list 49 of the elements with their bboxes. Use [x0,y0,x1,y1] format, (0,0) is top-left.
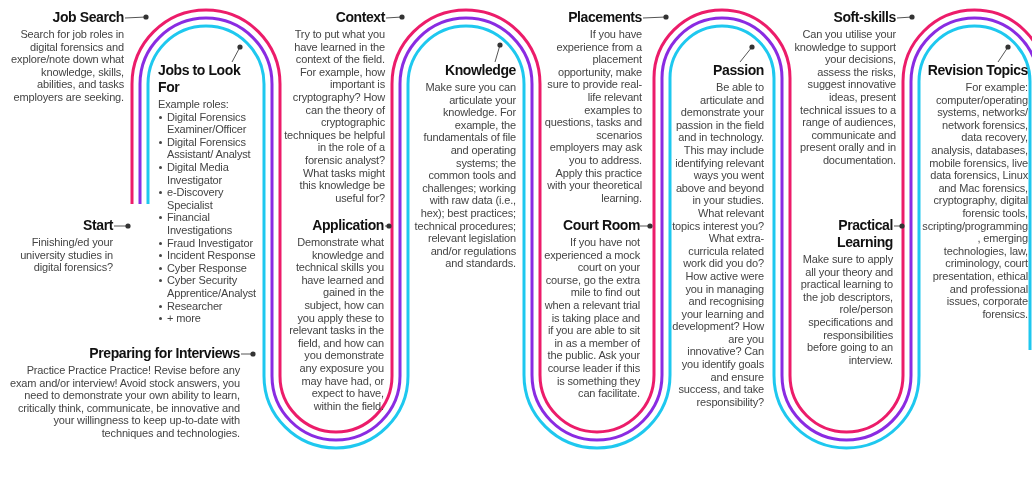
leader-line [240,351,256,357]
milestone-heading: Application [311,217,384,234]
milestone-heading: Soft-skills [832,9,896,26]
milestone-text: Demonstrate what knowledge and technical skills you have learned and gained in the subject, how can you apply these to relevant tasks in the field, and how can you demonstrate any exposure you may have had, or expect to have, within the field. [288,236,384,413]
milestone-heading: Court Room [562,217,640,234]
leader-line [124,14,149,20]
milestone-heading: Start [82,217,113,234]
milestone-heading: Practical Learning [836,217,893,251]
milestone-text: Make sure to apply all your theory and practical learning to the job descriptors, role/person specifications and responsibilities before going to an interview. [799,253,893,367]
milestone-heading: Preparing for Interviews [88,345,240,362]
leader-line [642,14,669,20]
milestone-text: Can you utilise your knowledge to support your decisions, assess the risks, suggest innovative ideas, present technical issues to a range of audiences, communicate and present orally and in documentation. [793,28,896,167]
milestone-text: Try to put what you have learned in the context of the field. For example, how important is cryptography? How can the theory of cryptographic techniques be helpful in the role of a forensic analyst? What tasks might this knowledge be useful for? [284,28,385,205]
bullet-item: Fraud Investigator [167,236,253,249]
leader-line [385,14,405,20]
milestone-text: Make sure you can articulate your knowledge. For example, the fundamentals of file and operating systems; the common tools and challenges; working with raw data (i.e., hex); best practices; technical procedures; relevant legislation and/or regulations and standards. [413,81,516,270]
leader-line [997,44,1011,63]
milestone-text: If you have experience from a placement opportunity, make sure to provide real-life relevant examples to questions, tasks and scenarios employers may ask you to address. Apply this practice with your theoretical learning. [544,28,642,205]
leader-line [639,223,653,229]
milestone-text: For example: computer/operating systems, networks/ network forensics, data recovery, analysis, databases, mobile forensics, live data forensics, Linux and Mac forensics, cryptography, digital forensic tools, scripting/programming, emerging technologies, law, criminology, court presentation, ethical and professional issues, corporate forensics. [922,81,1028,321]
leader-line [231,44,243,63]
leader-line [113,223,131,229]
bullet-item: Cyber Response [167,261,247,274]
bullet-item: Digital Forensics Examiner/Officer [167,110,247,136]
bullet-item: Incident Response [167,249,256,262]
milestone-text: Practice Practice Practice! Revise before any exam and/or interview! Avoid stock answers, you need to demonstrate your own ability to learn, critically think, communicate, be innovative and your willingness to keep up-to-date with techniques and technologies. [10,364,240,440]
milestone-text: Finishing/ed your university studies in digital forensics? [19,236,113,274]
bullet-item: Researcher [167,299,223,312]
milestone-heading: Jobs to Look For [158,62,242,96]
milestone-heading: Placements [567,9,642,26]
leader-line [494,42,503,63]
leader-line [739,44,755,63]
bullet-item: + more [167,312,201,325]
leader-line [896,14,915,20]
bullet-item: Financial Investigations [167,211,233,236]
milestone-text: Be able to articulate and demonstrate your passion in the field and in technology. This may include identifying relevant ways you went above and beyond in your studies. What relevant topics interest you? What extra-curricula related work did you do? How active were you in managing and recognising your learning and development? How are you innovative? Can you identify goals and ensure success, and take responsibility? [672,81,764,409]
leader-line [893,223,905,229]
milestone-heading: Job Search [51,9,124,26]
milestone-heading: Knowledge [443,62,516,79]
bullet-item: Cyber Security Apprentice/Analyst [167,274,257,299]
leader-line [384,223,392,229]
milestone-heading: Passion [712,62,764,79]
bullet-item: Digital Forensics Assistant/ Analyst [167,135,251,161]
milestone-text: If you have not experienced a mock court on your course, go the extra mile to find out when a relevant trial is taking place and if you are able to sit in as a member of the public. Ask your course leader if this is something they can facilitate. [544,236,640,400]
milestone-text: Example roles: [158,98,230,111]
milestone-text: Search for job roles in digital forensics and explore/note down what knowledge, skills, abilities, and tasks employers are seeking. [10,28,124,104]
milestone-heading: Context [334,9,385,26]
bullet-item: e-Discovery Specialist [167,186,224,211]
milestone-heading: Revision Topics [926,62,1028,79]
